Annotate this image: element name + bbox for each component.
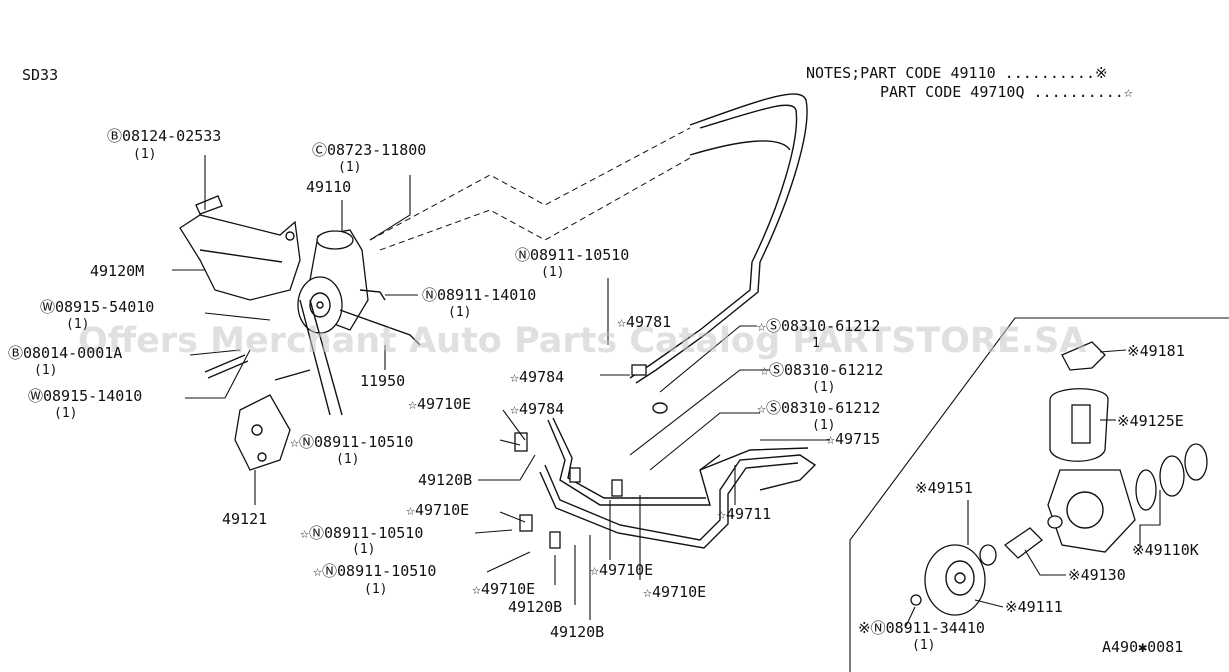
callout-49181: ※49181: [1127, 342, 1185, 360]
callout-08310-61212-c-qty: (1): [812, 418, 835, 433]
callout-08723-11800: Ⓒ08723-11800: [312, 141, 426, 159]
pump-49110: [297, 229, 386, 334]
watermark: Offers Merchant Auto Parts Catalog PARTS…: [78, 321, 1086, 361]
callout-49130: ※49130: [1068, 566, 1126, 584]
callout-49120b-c: 49120B: [550, 623, 604, 641]
callout-08911-10510-top: Ⓝ08911-10510: [515, 246, 629, 264]
callout-49111: ※49111: [1005, 598, 1063, 616]
callout-08911-10510-top-qty: (1): [541, 265, 564, 280]
callout-49125e: ※49125E: [1117, 412, 1184, 430]
callout-08911-14010-qty: (1): [448, 305, 471, 320]
leader-lines: [172, 155, 1161, 627]
model-code: SD33: [22, 66, 58, 84]
callout-49120m: 49120M: [90, 262, 144, 280]
callout-49784-b: ☆49784: [510, 400, 564, 418]
callout-49710e-c: ☆49710E: [590, 561, 653, 579]
bracket-49120m: [179, 195, 301, 301]
callout-49715: ☆49715: [826, 430, 880, 448]
dashed-routing-lines: [369, 127, 691, 251]
callout-08014-0001a: Ⓑ08014-0001A: [8, 344, 122, 362]
callout-08310-61212-c: ☆Ⓢ08310-61212: [757, 399, 880, 417]
callout-49711: ☆49711: [717, 505, 771, 523]
callout-49120b-a: 49120B: [418, 471, 472, 489]
callout-49151: ※49151: [915, 479, 973, 497]
callout-49710e-b: ☆49710E: [406, 501, 469, 519]
callout-08124-02533-qty: (1): [133, 147, 156, 162]
bolt: [204, 354, 249, 379]
callout-08915-54010: Ⓦ08915-54010: [40, 298, 154, 316]
callout-labels: Ⓑ08124-02533 (1) Ⓒ08723-11800 (1) 49110 …: [8, 127, 1199, 653]
callout-49121: 49121: [222, 510, 267, 528]
callout-49784-a: ☆49784: [510, 368, 564, 386]
callout-08911-34410: ※Ⓝ08911-34410: [858, 619, 985, 637]
clamps: [514, 364, 668, 549]
callout-08310-61212-b-qty: (1): [812, 380, 835, 395]
pump-detail: [910, 341, 1208, 616]
callout-49710e-d: ☆49710E: [472, 580, 535, 598]
bracket-49121: [234, 369, 311, 471]
callout-08911-14010: Ⓝ08911-14010: [422, 286, 536, 304]
return-tubes: [539, 417, 817, 549]
callout-08911-10510-lower-qty: (1): [352, 542, 375, 557]
callout-49710e-e: ☆49710E: [643, 583, 706, 601]
callout-49110: 49110: [306, 178, 351, 196]
callout-49781: ☆49781: [617, 313, 671, 331]
callout-08310-61212-b: ☆Ⓢ08310-61212: [760, 361, 883, 379]
notes-line-1: NOTES;PART CODE 49110 ..........※: [806, 64, 1108, 82]
callout-08723-11800-qty: (1): [338, 160, 361, 175]
belt-11950: [299, 299, 421, 416]
callout-08310-61212-a-qty: 1: [812, 336, 820, 351]
callout-08911-10510-lower: ☆Ⓝ08911-10510: [300, 524, 423, 542]
callout-11950: 11950: [360, 372, 405, 390]
callout-08915-54010-qty: (1): [66, 317, 89, 332]
callout-49710e-a: ☆49710E: [408, 395, 471, 413]
callout-08911-10510-bottom-qty: (1): [364, 582, 387, 597]
callout-08915-14010-qty: (1): [54, 406, 77, 421]
callout-08911-10510-mid-qty: (1): [336, 452, 359, 467]
callout-49110k: ※49110K: [1132, 541, 1199, 559]
callout-08911-10510-mid: ☆Ⓝ08911-10510: [290, 433, 413, 451]
callout-08014-0001a-qty: (1): [34, 363, 57, 378]
detail-separator: [849, 317, 1229, 672]
figure-code: A490✱0081: [1102, 638, 1183, 656]
callout-08911-10510-bottom: ☆Ⓝ08911-10510: [313, 562, 436, 580]
callout-08310-61212-a: ☆Ⓢ08310-61212: [757, 317, 880, 335]
callout-08124-02533: Ⓑ08124-02533: [107, 127, 221, 145]
callout-08915-14010: Ⓦ08915-14010: [28, 387, 142, 405]
notes-line-2: PART CODE 49710Q ..........☆: [880, 83, 1133, 101]
callout-49120b-b: 49120B: [508, 598, 562, 616]
callout-08911-34410-qty: (1): [912, 638, 935, 653]
